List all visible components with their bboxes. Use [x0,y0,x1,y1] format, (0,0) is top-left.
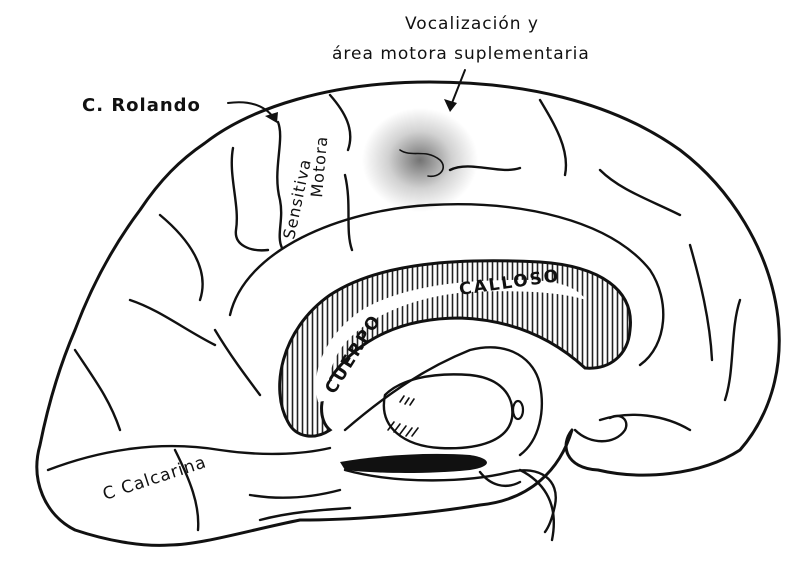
paracentral-sulcus [232,148,268,250]
precuneus-sulcus [215,330,260,395]
rolando-label: C. Rolando [82,95,201,116]
occipital-sulcus-a [75,350,120,430]
interthalamic-adhesion [513,401,523,419]
vocalization-label-line1: Vocalización y [405,14,539,34]
parietal-sulcus-a [160,215,203,300]
precentral-sulcus [345,175,352,250]
frontal-pole-sulcus [725,300,740,400]
superior-frontal-sulcus-c [540,100,566,175]
hypothalamic-floor [340,454,487,473]
occipital-sulcus-b [250,490,340,498]
calcarina-label: C Calcarina [100,452,209,504]
superior-frontal-sulcus-d [600,170,680,215]
parietal-sulcus-b [130,300,215,345]
motora-label: Motora [307,135,331,198]
supplementary-motor-area-stipple [362,108,478,212]
superior-frontal-sulcus-a [330,95,350,150]
midbrain-outline [345,470,556,532]
fornix [345,347,542,455]
vocalization-arrowhead [444,99,457,112]
vocalization-label-line2: área motora suplementaria [332,44,590,64]
frontal-medial-sulcus [690,245,712,360]
